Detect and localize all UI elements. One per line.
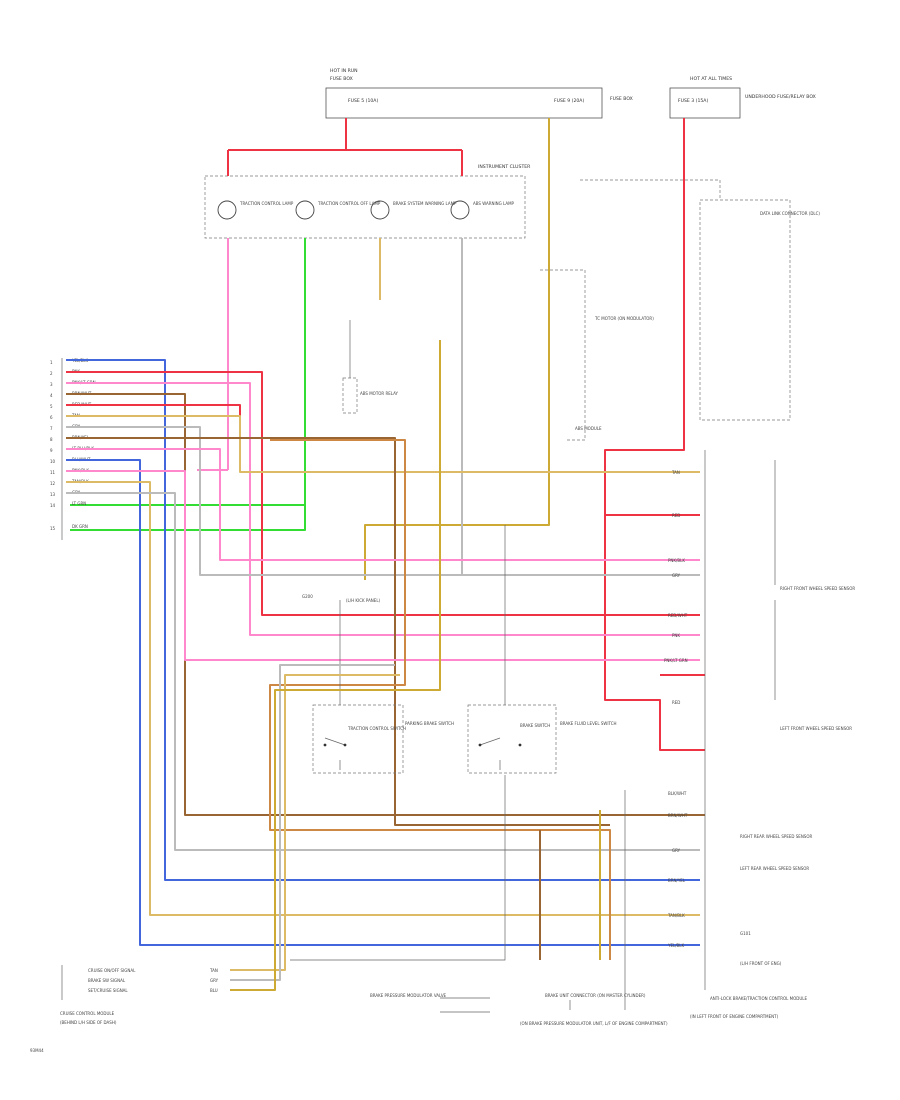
svg-text:1: 1 — [50, 360, 53, 365]
fuse-box-title: HOT IN RUN — [330, 68, 358, 74]
data-link-label: DATA LINK CONNECTOR (DLC) — [760, 211, 820, 216]
fuse-box: HOT IN RUN FUSE BOX FUSE 5 (10A) FUSE 9 … — [325, 68, 816, 119]
svg-text:7: 7 — [50, 426, 53, 431]
cruise-module: CRUISE ON/OFF SIGNAL BRAKE SW SIGNAL SET… — [60, 340, 441, 1025]
svg-text:8: 8 — [50, 437, 53, 442]
brake-pressure-sub: (ON BRAKE PRESSURE MODULATOR UNIT, L/F O… — [520, 1021, 668, 1026]
svg-text:13: 13 — [50, 492, 56, 497]
cruise-line-3: SET/CRUISE SIGNAL — [88, 988, 128, 993]
lr-sensor-label: LEFT REAR WHEEL SPEED SENSOR — [740, 866, 809, 871]
right-components: DATA LINK CONNECTOR (DLC) TC MOTOR (ON M… — [540, 179, 855, 1019]
svg-text:GRY: GRY — [672, 848, 681, 853]
svg-text:14: 14 — [50, 503, 56, 508]
rf-sensor-label: RIGHT FRONT WHEEL SPEED SENSOR — [780, 586, 855, 591]
svg-text:DK GRN: DK GRN — [72, 524, 88, 529]
fuse-3-label: FUSE 3 (15A) — [678, 98, 708, 104]
lamp-label-4: ABS WARNING LAMP — [473, 201, 515, 206]
g101-note: (L/H FRONT OF ENG) — [740, 961, 782, 966]
hot-at-all-times-label: HOT AT ALL TIMES — [690, 76, 732, 82]
brake-unit-label: BRAKE UNIT CONNECTOR (ON MASTER CYLINDER… — [545, 993, 646, 998]
svg-text:BRN/YEL: BRN/YEL — [668, 878, 686, 883]
underhood-box-label: UNDERHOOD FUSE/RELAY BOX — [745, 94, 816, 100]
fuse-box-note: FUSE BOX — [610, 96, 633, 102]
svg-text:BLK/WHT: BLK/WHT — [668, 791, 687, 796]
abs-tc-module-label: ANTI-LOCK BRAKE/TRACTION CONTROL MODULE — [710, 996, 808, 1001]
lamp-label-2: TRACTION CONTROL OFF LAMP — [317, 201, 381, 206]
wires-middle — [66, 359, 705, 960]
cruise-module-title: CRUISE CONTROL MODULE — [60, 1011, 115, 1016]
parking-brake-label: PARKING BRAKE SWITCH — [405, 721, 454, 726]
brake-switch-label: BRAKE SWITCH — [520, 723, 550, 728]
center-components: TRACTION CONTROL SWITCH PARKING BRAKE SW… — [290, 320, 617, 961]
svg-text:GRY: GRY — [210, 978, 219, 983]
fuse-2-label: FUSE 9 (20A) — [554, 98, 584, 104]
lamp-label-3: BRAKE SYSTEM WARNING LAMP — [393, 201, 457, 206]
g102-note: (IN LEFT FRONT OF ENGINE COMPARTMENT) — [690, 1014, 779, 1019]
abs-module-label: ABS MODULE — [575, 426, 602, 431]
svg-text:PNK/BLK: PNK/BLK — [668, 558, 685, 563]
brake-warning-lamp-icon — [370, 200, 390, 220]
svg-text:9: 9 — [50, 448, 53, 453]
svg-text:10: 10 — [50, 459, 56, 464]
svg-text:TAN: TAN — [209, 968, 218, 973]
svg-text:BRN/WHT: BRN/WHT — [668, 813, 688, 818]
svg-text:TAN: TAN — [671, 470, 680, 475]
cruise-line-2: BRAKE SW SIGNAL — [88, 978, 126, 983]
svg-text:GRY: GRY — [672, 573, 681, 578]
traction-control-lamp-icon — [217, 200, 237, 220]
brake-pressure-valve: BRAKE PRESSURE MODULATOR VALVE (ON BRAKE… — [370, 810, 668, 1026]
cruise-line-1: CRUISE ON/OFF SIGNAL — [88, 968, 136, 973]
svg-text:12: 12 — [50, 481, 56, 486]
brake-pressure-label: BRAKE PRESSURE MODULATOR VALVE — [370, 993, 447, 998]
svg-text:2: 2 — [50, 371, 53, 376]
svg-text:PNK/LT GRN: PNK/LT GRN — [664, 658, 688, 663]
svg-text:RED: RED — [672, 513, 680, 518]
abs-warning-lamp-icon — [450, 200, 470, 220]
svg-text:3: 3 — [50, 382, 53, 387]
fuse-box-subtitle: FUSE BOX — [330, 76, 353, 82]
abs-relay-label: ABS MOTOR RELAY — [360, 391, 399, 396]
svg-text:15: 15 — [50, 526, 56, 531]
svg-text:TAN/BLK: TAN/BLK — [667, 913, 685, 918]
wires-top — [70, 118, 705, 751]
right-wire-tags: TAN RED PNK/BLK GRY RED/WHT PNK PNK/LT G… — [664, 470, 688, 948]
svg-text:4: 4 — [50, 393, 53, 398]
tc-motor-label: TC MOTOR (ON MODULATOR) — [594, 316, 654, 321]
traction-off-lamp-icon — [295, 200, 315, 220]
g200-note: (L/H KICK PANEL) — [346, 598, 381, 603]
cruise-module-note: (BEHIND L/H SIDE OF DASH) — [60, 1020, 117, 1025]
svg-text:RED/WHT: RED/WHT — [668, 613, 688, 618]
svg-text:PNK: PNK — [672, 633, 680, 638]
figure-id: 93M44 — [30, 1048, 44, 1053]
lf-sensor-label: LEFT FRONT WHEEL SPEED SENSOR — [780, 726, 852, 731]
rr-sensor-label: RIGHT REAR WHEEL SPEED SENSOR — [740, 834, 812, 839]
instrument-cluster: INSTRUMENT CLUSTER TRACTION CONTROL LAMP… — [204, 164, 531, 239]
svg-text:RED: RED — [672, 700, 680, 705]
svg-text:6: 6 — [50, 415, 53, 420]
svg-text:YEL/BLK: YEL/BLK — [667, 943, 685, 948]
instrument-cluster-title: INSTRUMENT CLUSTER — [478, 164, 531, 170]
svg-text:BLU: BLU — [210, 988, 218, 993]
traction-switch-label: TRACTION CONTROL SWITCH — [347, 726, 406, 731]
svg-text:11: 11 — [50, 470, 56, 475]
svg-text:LT GRN: LT GRN — [72, 501, 86, 506]
fuse-1-label: FUSE 5 (10A) — [348, 98, 378, 104]
svg-text:5: 5 — [50, 404, 53, 409]
brake-fluid-label: BRAKE FLUID LEVEL SWITCH — [560, 721, 617, 726]
lamp-label-1: TRACTION CONTROL LAMP — [239, 201, 294, 206]
g101-label: G101 — [740, 931, 751, 936]
g200-label: G200 — [302, 594, 313, 599]
